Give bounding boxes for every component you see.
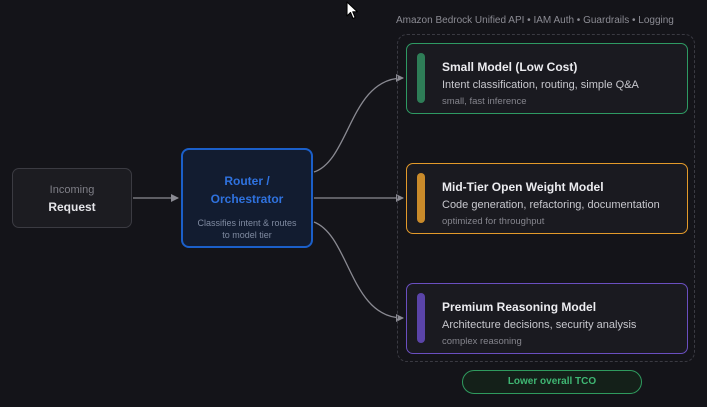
- incoming-request-node: Incoming Request: [12, 168, 132, 228]
- lower-tco-badge: Lower overall TCO: [462, 370, 642, 394]
- mid-tier-model-node: Mid-Tier Open Weight Model Code generati…: [406, 163, 688, 234]
- premium-model-node: Premium Reasoning Model Architecture dec…: [406, 283, 688, 354]
- router-node: Router / Orchestrator Classifies intent …: [181, 148, 313, 248]
- small-model-note: small, fast inference: [442, 96, 527, 107]
- router-title: Router / Orchestrator: [210, 174, 284, 206]
- small-model-node: Small Model (Low Cost) Intent classifica…: [406, 43, 688, 114]
- small-model-name: Small Model (Low Cost): [442, 60, 578, 74]
- premium-model-note: complex reasoning: [442, 336, 522, 347]
- small-model-accent-bar: [417, 53, 425, 103]
- mid-tier-model-name: Mid-Tier Open Weight Model: [442, 180, 604, 194]
- platform-label: Amazon Bedrock Unified API • IAM Auth • …: [396, 15, 674, 26]
- premium-model-name: Premium Reasoning Model: [442, 300, 597, 314]
- arrow-router-to-small-model: [313, 74, 404, 173]
- incoming-label: Incoming: [49, 184, 95, 196]
- arrow-router-to-premium-model: [313, 221, 404, 322]
- request-label: Request: [48, 200, 96, 214]
- premium-model-accent-bar: [417, 293, 425, 343]
- premium-model-description: Architecture decisions, security analysi…: [442, 319, 637, 331]
- router-subtitle: Classifies intent & routes to model tier: [197, 218, 297, 240]
- platform-boundary: [397, 34, 695, 362]
- mouse-pointer-icon: [346, 1, 359, 20]
- mid-tier-model-description: Code generation, refactoring, documentat…: [442, 199, 660, 211]
- mid-tier-model-accent-bar: [417, 173, 425, 223]
- mid-tier-model-note: optimized for throughput: [442, 216, 545, 227]
- small-model-description: Intent classification, routing, simple Q…: [442, 79, 639, 91]
